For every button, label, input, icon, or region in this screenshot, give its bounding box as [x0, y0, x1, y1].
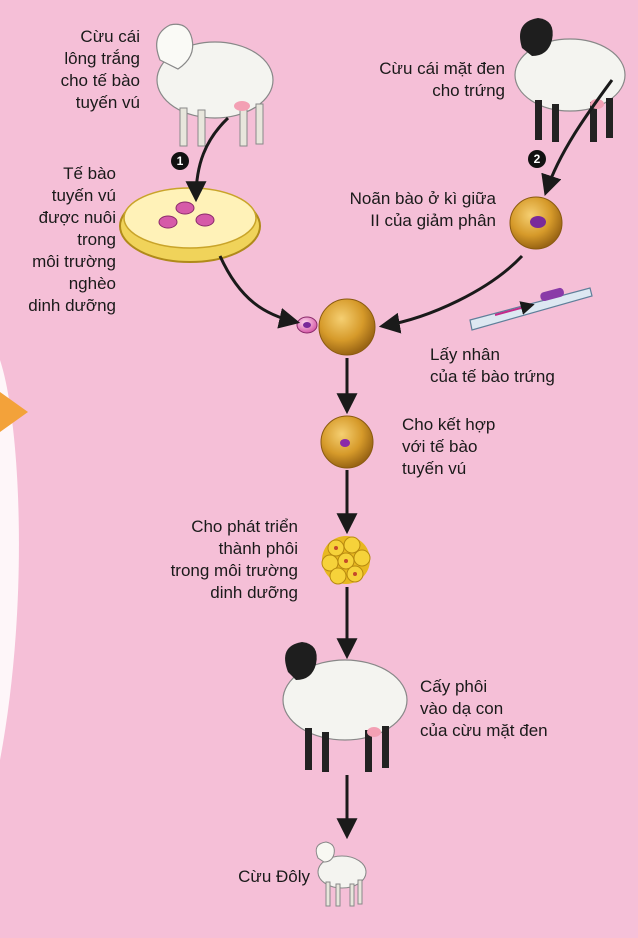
- step-badge-1: 1: [171, 152, 189, 170]
- label-black-face-sheep: Cừu cái mặt đen cho trứng: [340, 58, 505, 102]
- dish-cell: [176, 202, 194, 214]
- dish-cell: [159, 216, 177, 228]
- step-badge-2: 2: [528, 150, 546, 168]
- dolly-lamb-image: [316, 842, 366, 906]
- pipette-image: [470, 287, 592, 330]
- oocyte-nucleus: [530, 216, 546, 228]
- label-oocyte: Noãn bào ở kì giữa II của giảm phân: [290, 188, 496, 232]
- label-remove-nucleus: Lấy nhân của tế bào trứng: [430, 344, 620, 388]
- surrogate-sheep-image: [283, 642, 407, 772]
- embryo-image: [322, 536, 370, 584]
- label-fuse: Cho kết hợp với tế bào tuyến vú: [402, 414, 552, 480]
- dish-cell: [196, 214, 214, 226]
- enucleated-egg-image: [319, 299, 375, 355]
- black-face-sheep-image: [515, 18, 625, 142]
- arrow-dish-to-cell: [220, 256, 296, 322]
- label-develop: Cho phát triển thành phôi trong môi trườ…: [140, 516, 298, 604]
- label-implant: Cấy phôi vào dạ con của cừu mặt đen: [420, 676, 600, 742]
- white-sheep-image: [157, 24, 273, 146]
- side-tab-marker: [0, 392, 28, 432]
- label-white-sheep: Cừu cái lông trắng cho tế bào tuyến vú: [20, 26, 140, 114]
- petri-dish-image: [120, 188, 260, 262]
- label-cultured-cells: Tế bào tuyến vú được nuôi trong môi trườ…: [0, 163, 116, 317]
- label-dolly: Cừu Đôly: [180, 866, 310, 888]
